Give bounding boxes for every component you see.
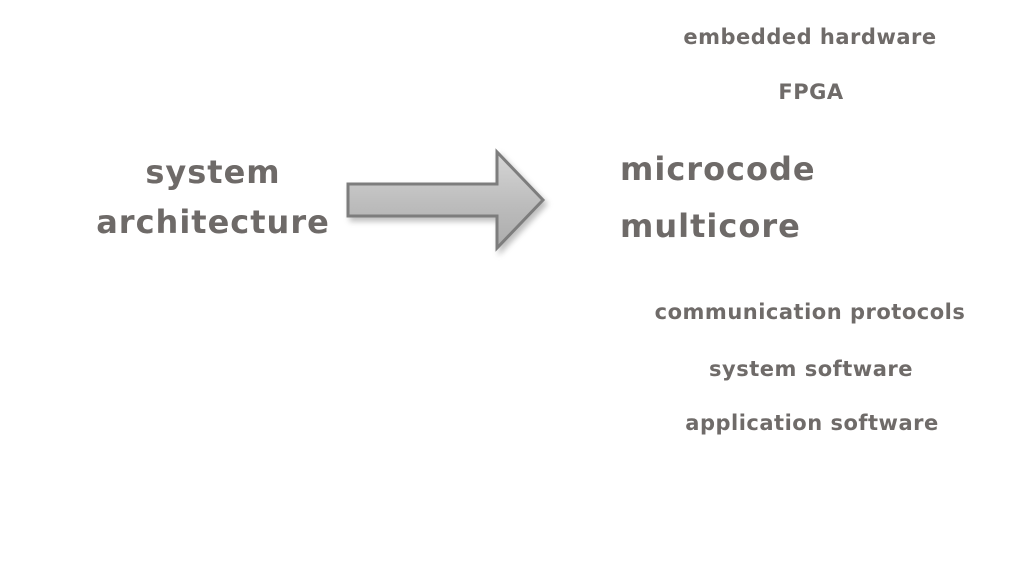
source-label: system architecture	[96, 147, 330, 247]
target-label-application-software: application software	[685, 411, 939, 435]
target-label-system-software: system software	[709, 357, 913, 381]
source-line-architecture: architecture	[96, 203, 330, 241]
target-label-multicore: multicore	[620, 207, 801, 245]
target-label-microcode: microcode	[620, 150, 816, 188]
target-label-fpga: FPGA	[778, 80, 844, 104]
target-label-embedded-hardware: embedded hardware	[683, 25, 937, 49]
target-label-communication-protocols: communication protocols	[654, 300, 966, 324]
right-arrow-icon	[343, 145, 548, 255]
source-line-system: system	[145, 153, 281, 191]
